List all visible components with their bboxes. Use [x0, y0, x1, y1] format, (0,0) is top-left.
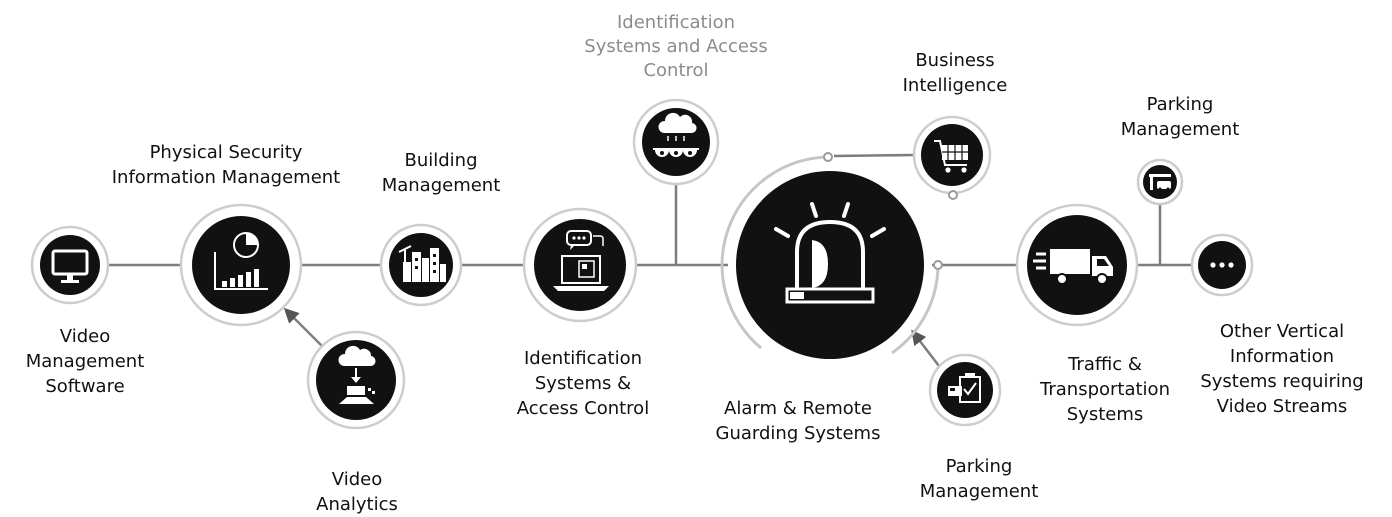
label-line: Parking	[1147, 94, 1214, 115]
label-line: Management	[382, 175, 501, 196]
label-line: Control	[643, 60, 708, 81]
monitor-icon	[51, 249, 89, 283]
label-line: Other Vertical	[1220, 321, 1344, 342]
business-intelligence-connector	[833, 153, 915, 158]
alarm-guarding-label: Alarm & Remote Guarding Systems	[716, 398, 881, 444]
cloud-cameras-icon	[653, 112, 699, 157]
label-line: Intelligence	[903, 75, 1008, 96]
psim-label: Physical Security Information Management	[112, 142, 341, 188]
connector-dot	[948, 190, 958, 200]
siren-icon	[774, 202, 886, 304]
node-disc	[534, 219, 626, 311]
node-identification-access-control	[522, 207, 638, 323]
label-line: Access Control	[517, 398, 649, 419]
label-line: Transportation	[1039, 379, 1170, 400]
label-line: Information	[1230, 346, 1334, 367]
parking-bottom-label: Parking Management	[920, 456, 1039, 502]
analytics-chart-icon	[214, 232, 268, 290]
label-line: Parking	[946, 456, 1013, 477]
label-line: Identification	[524, 348, 642, 369]
identification-access-label: Identification Systems & Access Control	[517, 348, 649, 419]
connector-dot	[933, 260, 943, 270]
label-line: Alarm & Remote	[724, 398, 872, 419]
parking-bottom-arrow	[911, 329, 940, 367]
connector-dot	[823, 152, 833, 162]
cloud-download-icon	[338, 345, 376, 404]
node-parking-management-bottom	[928, 353, 1002, 427]
building-management-label: Building Management	[382, 150, 501, 196]
shopping-cart-icon	[934, 140, 968, 173]
more-dots-icon	[1210, 262, 1234, 268]
business-intelligence-label: Business Intelligence	[903, 50, 1008, 96]
node-video-analytics	[306, 330, 406, 430]
clipboard-check-icon	[948, 373, 981, 403]
node-ring-arc-right	[891, 264, 940, 355]
traffic-transportation-label: Traffic & Transportation Systems	[1039, 354, 1170, 425]
node-other-vertical-systems	[1190, 233, 1254, 297]
label-line: Information Management	[112, 167, 341, 188]
label-line: Physical Security	[150, 142, 303, 163]
node-traffic-transportation	[1015, 203, 1139, 327]
truck-icon	[1033, 249, 1113, 285]
label-line: Video Streams	[1217, 396, 1348, 417]
label-line: Systems requiring	[1200, 371, 1363, 392]
city-buildings-icon	[398, 245, 446, 282]
label-line: Software	[45, 376, 124, 397]
label-line: Business	[915, 50, 994, 71]
video-management-label: Video Management Software	[26, 326, 145, 397]
label-line: Traffic &	[1067, 354, 1142, 375]
label-line: Management	[1121, 119, 1240, 140]
connector-dots	[823, 152, 958, 270]
node-parking-management-top	[1136, 158, 1184, 206]
label-line: Management	[920, 481, 1039, 502]
video-analytics-arrow	[283, 307, 323, 347]
other-vertical-label: Other Vertical Information Systems requi…	[1200, 321, 1363, 417]
node-ring-arc-left	[720, 155, 831, 350]
label-line: Guarding Systems	[716, 423, 881, 444]
node-disc	[192, 216, 290, 314]
node-video-management-software	[30, 225, 110, 305]
laptop-chat-icon	[553, 230, 609, 291]
parking-gate-icon	[1149, 174, 1171, 191]
node-building-management	[379, 223, 463, 307]
label-line: Video	[60, 326, 110, 347]
node-psim	[179, 203, 303, 327]
node-alarm-remote-guarding	[720, 155, 940, 367]
label-line: Management	[26, 351, 145, 372]
identification-access-top-label: Identification Systems and Access Contro…	[584, 12, 767, 81]
video-analytics-label: Video Analytics	[316, 469, 398, 515]
label-line: Building	[404, 150, 477, 171]
label-line: Video	[332, 469, 382, 490]
label-line: Systems	[1067, 404, 1144, 425]
label-line: Identification	[617, 12, 735, 33]
label-line: Systems and Access	[584, 36, 767, 57]
node-disc	[736, 171, 924, 359]
label-line: Systems &	[535, 373, 631, 394]
parking-top-label: Parking Management	[1121, 94, 1240, 140]
label-line: Analytics	[316, 494, 398, 515]
node-business-intelligence	[912, 115, 992, 195]
node-disc	[40, 235, 100, 295]
node-identification-access-control-top	[632, 98, 720, 186]
